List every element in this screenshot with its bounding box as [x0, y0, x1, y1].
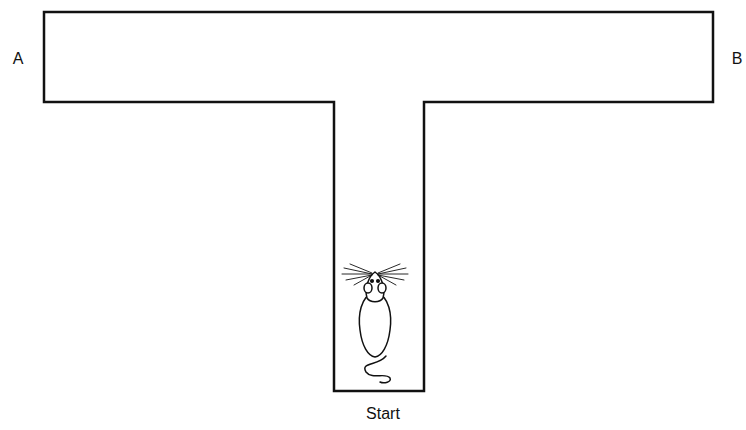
maze-arm-label: A: [13, 51, 24, 67]
rat-eye: [377, 280, 380, 283]
rat-ear: [364, 283, 372, 293]
rat-ear: [378, 283, 386, 293]
maze-arm-label: B: [732, 51, 743, 67]
rat-figure: [342, 264, 408, 383]
rat-tail: [365, 356, 391, 383]
rat-whiskers: [342, 264, 408, 285]
rat-eye: [371, 280, 374, 283]
t-maze-outline: [44, 12, 713, 391]
start-label: Start: [366, 406, 400, 422]
